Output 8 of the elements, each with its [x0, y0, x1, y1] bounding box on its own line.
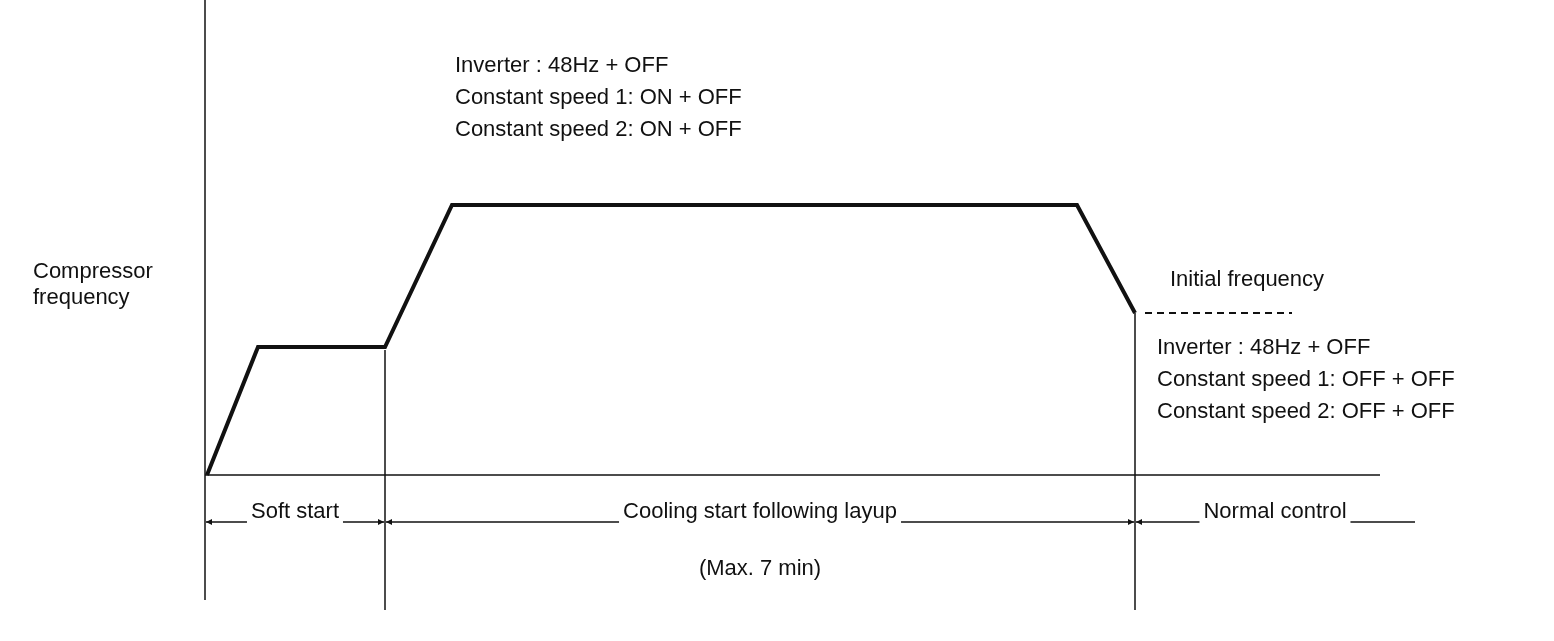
status-note: Inverter : 48Hz + OFF [1157, 334, 1371, 361]
status-note: Constant speed 2: ON + OFF [455, 116, 742, 143]
status-note: Constant speed 2: OFF + OFF [1157, 398, 1455, 425]
status-note: Constant speed 1: OFF + OFF [1157, 366, 1455, 393]
axis-label: Compressor frequency [33, 258, 154, 311]
status-note: Inverter : 48Hz + OFF [455, 52, 669, 79]
reference-label: Initial frequency [1170, 266, 1325, 293]
status-note: Constant speed 1: ON + OFF [455, 84, 742, 111]
